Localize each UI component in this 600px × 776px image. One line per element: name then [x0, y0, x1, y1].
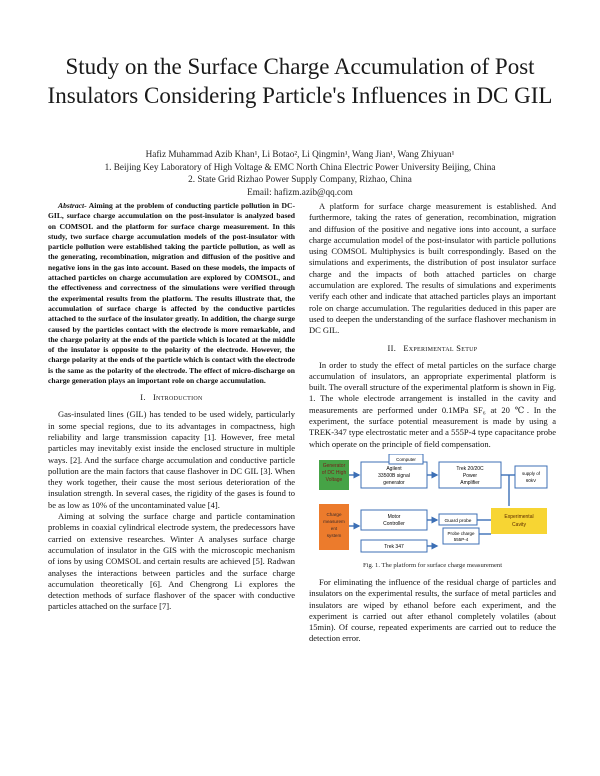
paper-title: Study on the Surface Charge Accumulation… — [47, 54, 553, 108]
abstract: Abstract- Aiming at the problem of condu… — [48, 201, 295, 386]
label-agilent-2: 33500B signal — [378, 473, 410, 479]
abstract-label: Abstract- — [58, 201, 87, 210]
platform-diagram: Generator of DC High Voltage Agilent 335… — [319, 453, 548, 553]
box-trek-amplifier — [438, 461, 502, 489]
figure-1: Generator of DC High Voltage Agilent 335… — [309, 453, 556, 560]
affiliation-2: 2. State Grid Rizhao Power Supply Compan… — [188, 174, 412, 184]
label-probe-2: 555P-4 — [454, 537, 469, 542]
label-hv-1: Generator — [323, 463, 346, 469]
author-names: Hafiz Muhammad Azib Khan¹, Li Botao², Li… — [145, 149, 455, 159]
label-agilent-3: generator — [383, 480, 405, 486]
figure-caption: Fig. 1. The platform for surface charge … — [362, 561, 503, 569]
author-email: Email: hafizm.azib@qq.com — [247, 186, 353, 197]
label-charge-1: Charge — [326, 512, 342, 517]
label-cavity-1: Experimental — [504, 514, 533, 520]
label-charge-3: ent — [331, 526, 338, 531]
affiliation-1: 1. Beijing Key Laboratory of High Voltag… — [104, 161, 496, 172]
label-probe-1: Probe charge — [447, 531, 475, 536]
label-trek-3: Amplifier — [460, 480, 480, 486]
label-agilent-1: Agilent — [386, 466, 402, 472]
label-trek-1: Trek 20/20C — [456, 466, 484, 472]
section-title: Experimental Setup — [403, 343, 478, 353]
box-guard-probe — [438, 513, 478, 526]
label-supply-1: supply of — [522, 471, 541, 476]
label-charge-2: measurem — [323, 519, 345, 524]
section-heading-introduction: I. Introduction — [48, 392, 295, 403]
label-charge-4: system — [327, 533, 342, 538]
section-number: II. — [387, 343, 397, 353]
box-trek-347 — [360, 539, 428, 553]
right-paragraph-2: In order to study the effect of metal pa… — [309, 359, 556, 449]
label-computer: Computer — [396, 457, 416, 462]
box-experimental-cavity — [491, 507, 547, 534]
label-trek347: Trek 347 — [384, 544, 404, 550]
label-hv-3: Voltage — [326, 477, 343, 483]
right-paragraph-1: A platform for surface charge measuremen… — [309, 201, 556, 336]
section-number: I. — [140, 393, 146, 403]
label-supply-2: 60kV — [526, 478, 536, 483]
box-charge-measurement — [319, 503, 349, 550]
label-motor-2: Controller — [383, 521, 405, 527]
box-computer — [388, 453, 424, 465]
connector-lines — [349, 471, 515, 550]
label-motor-1: Motor — [388, 514, 401, 520]
section-heading-experimental-setup: II. Experimental Setup — [309, 343, 556, 354]
box-probe-charge — [442, 527, 480, 545]
label-trek-2: Power — [463, 473, 478, 479]
right-column: A platform for surface charge measuremen… — [309, 201, 556, 645]
label-cavity-2: Cavity — [512, 522, 526, 528]
abstract-text: Aiming at the problem of conducting part… — [48, 201, 295, 386]
intro-paragraph-1: Gas-insulated lines (GIL) has tended to … — [48, 409, 295, 510]
box-agilent — [360, 461, 428, 489]
box-supply — [514, 465, 548, 489]
box-motor-controller — [360, 509, 428, 531]
intro-paragraph-2: Aiming at solving the surface charge and… — [48, 511, 295, 612]
right-paragraph-3: For eliminating the influence of the res… — [309, 576, 556, 644]
section-title: Introduction — [152, 393, 203, 403]
label-guard: Guard probe — [445, 518, 472, 524]
box-hv-generator — [319, 459, 349, 490]
author-block: Hafiz Muhammad Azib Khan¹, Li Botao², Li… — [40, 148, 560, 198]
label-hv-2: of DC High — [322, 470, 347, 476]
left-column: Abstract- Aiming at the problem of condu… — [48, 201, 295, 613]
